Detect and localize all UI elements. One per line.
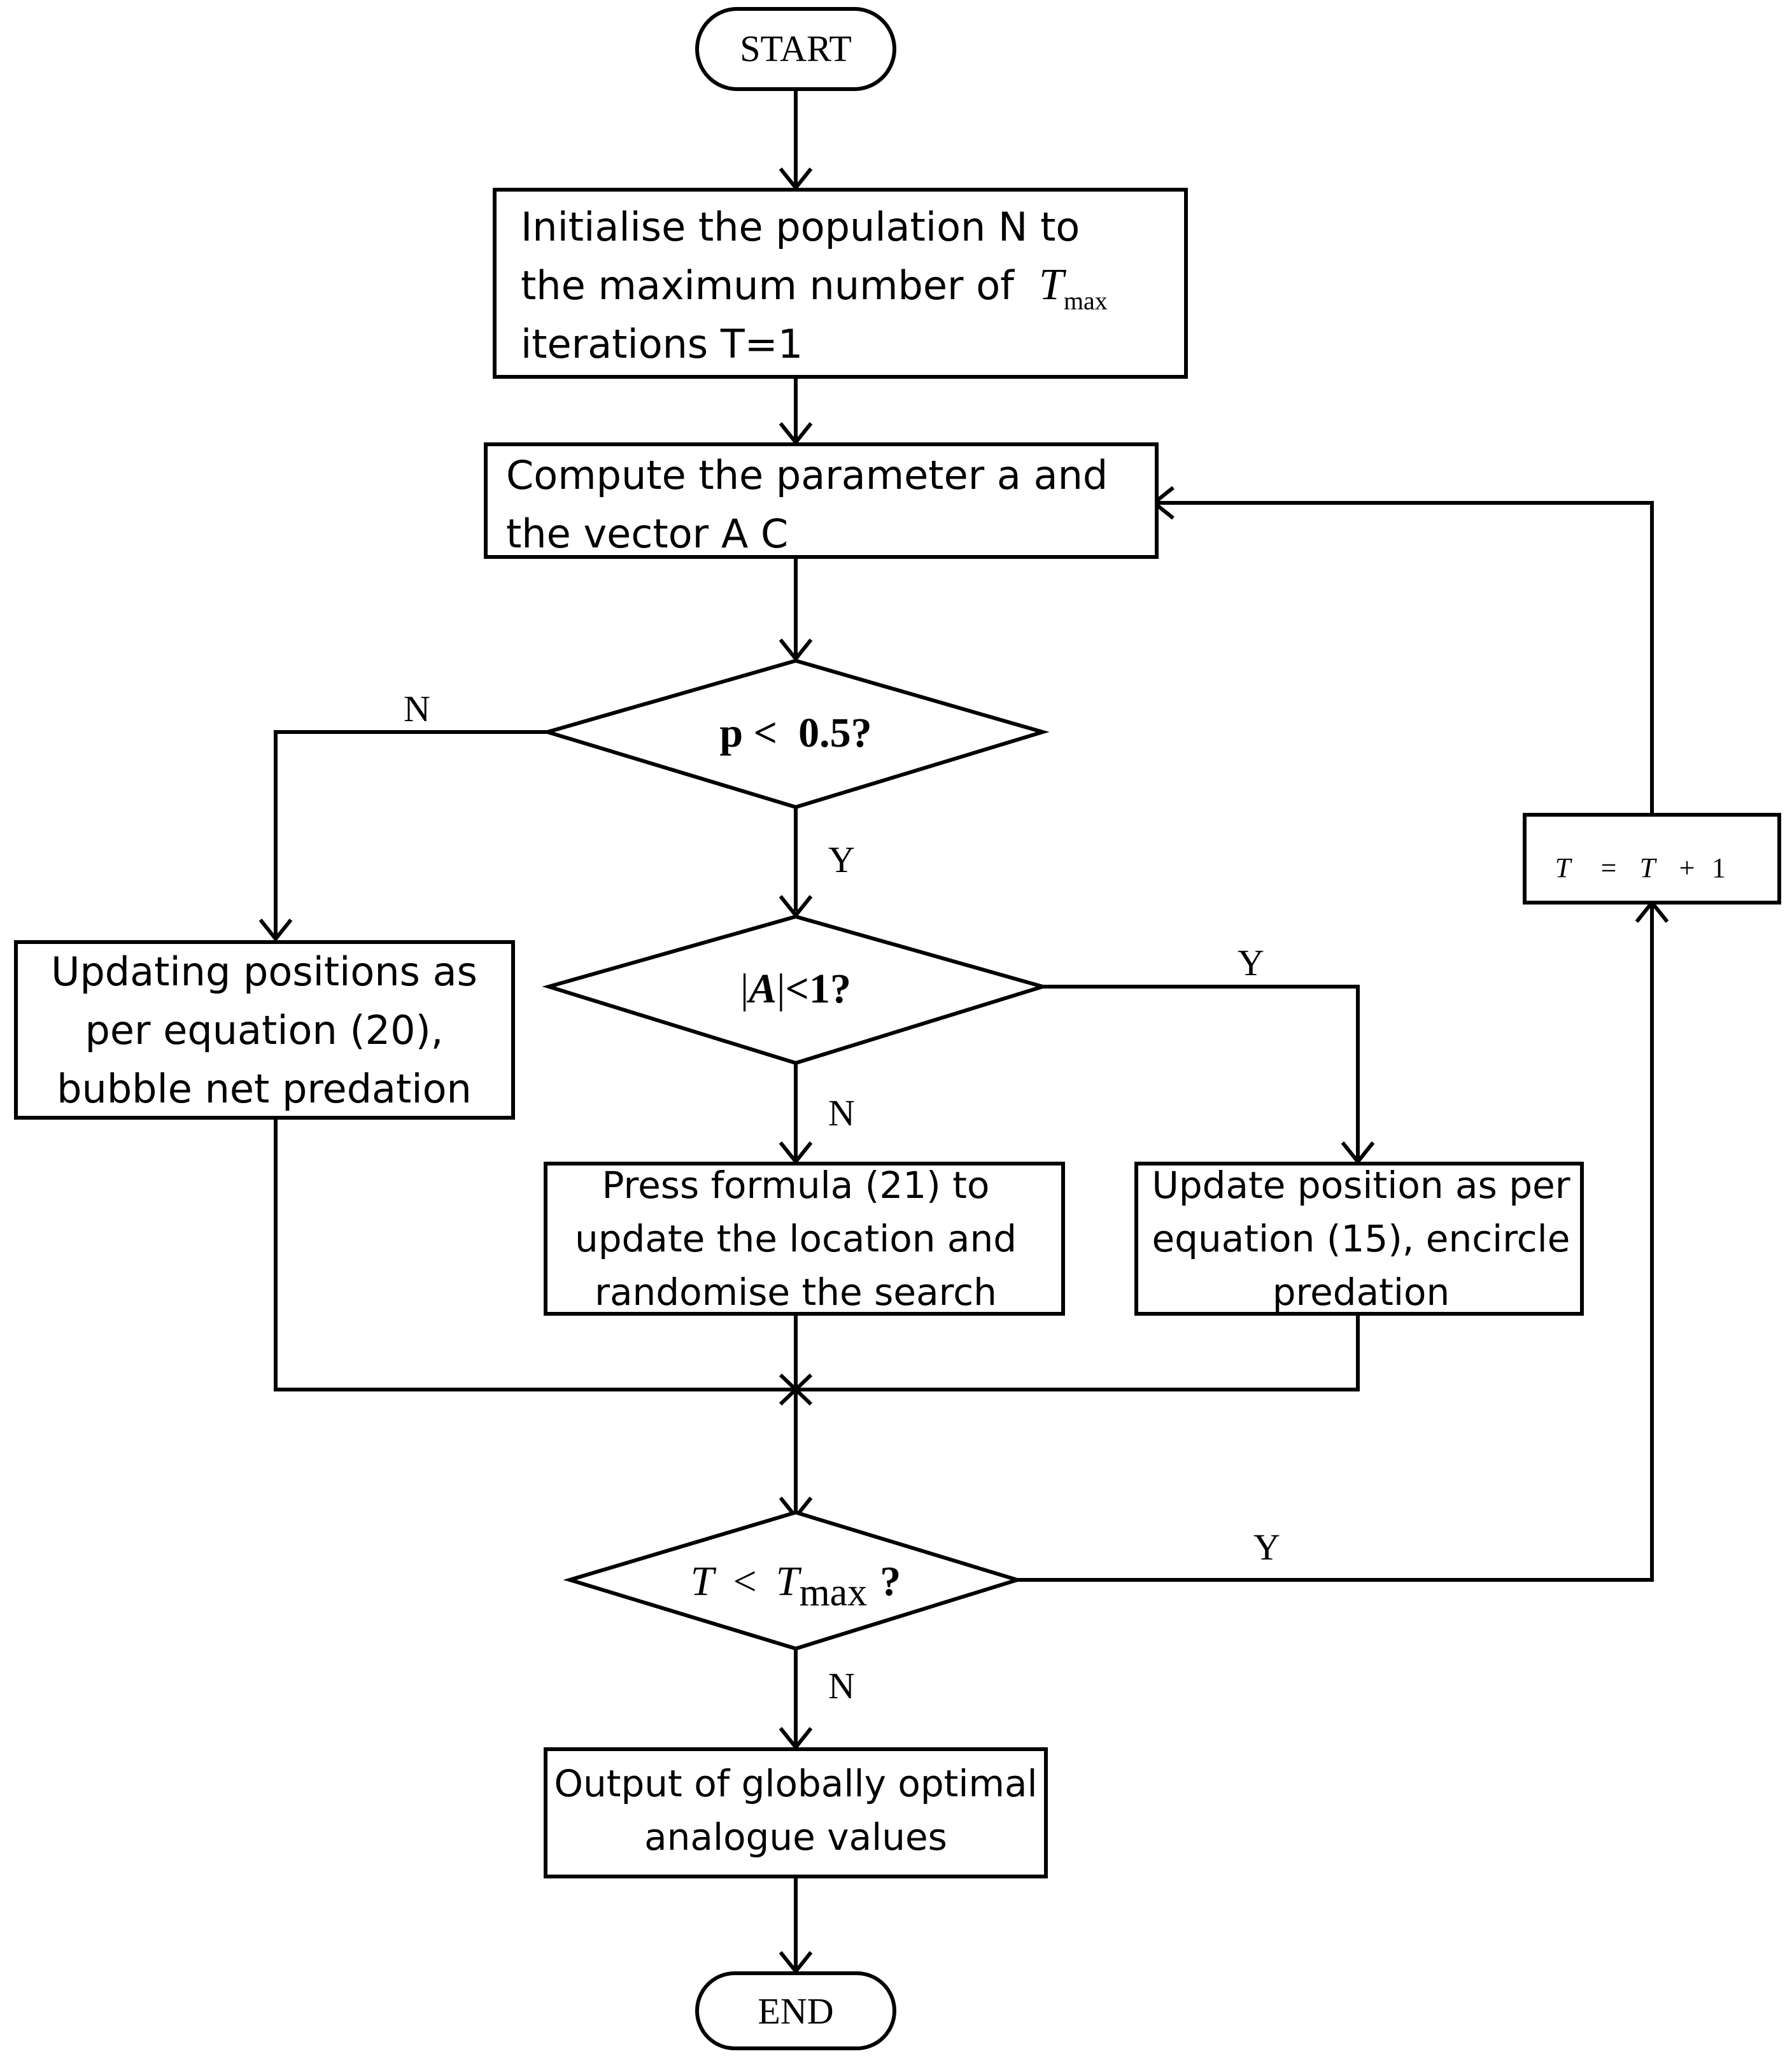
- decision-a-abs-close: |: [777, 966, 785, 1012]
- increment-one: 1: [1712, 852, 1726, 884]
- encircle-line-1: Update position as per: [1152, 1164, 1570, 1207]
- bubble-line-1: Updating positions as: [51, 948, 477, 995]
- edge-label-a-no: N: [828, 1092, 855, 1134]
- edge-decision-a-yes: [1043, 985, 1360, 1158]
- increment-t1: T: [1555, 852, 1573, 884]
- compute-line-2: the vector A C: [506, 510, 788, 557]
- edge-label-t-yes: Y: [1253, 1526, 1280, 1568]
- edge-increment-to-compute: [1157, 501, 1654, 813]
- random-line-1: Press formula (21) to: [602, 1164, 990, 1207]
- connectors: [258, 89, 1669, 1975]
- decision-t-lt: <: [733, 1558, 757, 1605]
- init-line-2: the maximum number of: [521, 262, 1015, 309]
- output-process: Output of globally optimal analogue valu…: [544, 1747, 1048, 1878]
- bubble-line-2: per equation (20),: [85, 1007, 444, 1053]
- decision-t-label: T < Tmax?: [691, 1558, 901, 1614]
- edge-decision-p-no: [274, 730, 547, 936]
- decision-t: T < Tmax?: [563, 1510, 1024, 1651]
- edge-encircle-merge: [796, 1314, 1360, 1391]
- increment-eq: =: [1601, 852, 1617, 884]
- compute-line-1: Compute the parameter a and: [506, 452, 1108, 498]
- bubble-line-3: bubble net predation: [57, 1066, 472, 1112]
- decision-t-tmax-symbol: T: [776, 1558, 802, 1605]
- init-line-3: iterations T=1: [521, 321, 803, 367]
- start-label: START: [740, 28, 852, 69]
- encircle-line-2: equation (15), encircle: [1152, 1217, 1570, 1260]
- random-line-2: update the location and: [575, 1217, 1017, 1260]
- init-process: Initialise the population N to the maxim…: [493, 188, 1188, 379]
- edge-labels: N Y Y N Y N: [404, 688, 1280, 1707]
- bubble-net-process: Updating positions as per equation (20),…: [14, 940, 515, 1120]
- output-line-1: Output of globally optimal: [554, 1762, 1037, 1805]
- compute-process: Compute the parameter a and the vector A…: [484, 442, 1159, 559]
- decision-t-question: ?: [880, 1558, 901, 1605]
- decision-a-symbol: A: [746, 966, 777, 1012]
- increment-process: T = T + 1: [1523, 813, 1781, 905]
- edge-decision-t-yes: [1017, 905, 1654, 1582]
- decision-p: p < 0.5?: [540, 658, 1050, 810]
- arrowhead-bubble: [258, 919, 293, 942]
- output-line-2: analogue values: [644, 1815, 947, 1859]
- edge-label-a-yes: Y: [1238, 942, 1264, 983]
- random-line-3: randomise the search: [595, 1271, 997, 1314]
- decision-a-abs-open: |: [740, 966, 749, 1012]
- init-tmax-subscript: max: [1064, 286, 1108, 315]
- encircle-process: Update position as per equation (15), en…: [1134, 1162, 1584, 1316]
- decision-t-symbol: T: [691, 1558, 717, 1605]
- init-tmax-symbol: T: [1039, 260, 1067, 309]
- encircle-line-3: predation: [1273, 1271, 1450, 1314]
- increment-t2: T: [1640, 852, 1658, 884]
- decision-a: |A|<1?: [542, 914, 1050, 1066]
- start-terminal: START: [695, 7, 896, 91]
- edge-label-p-yes: Y: [828, 839, 855, 880]
- edge-label-p-no: N: [404, 688, 430, 729]
- init-line-1: Initialise the population N to: [521, 204, 1080, 250]
- decision-a-rest: <1?: [785, 966, 851, 1012]
- end-label: END: [758, 1990, 833, 2032]
- edge-bubble-merge: [274, 1118, 796, 1391]
- decision-t-tmax-subscript: max: [799, 1571, 867, 1614]
- decision-a-label: |A|<1?: [740, 966, 851, 1012]
- random-search-process: Press formula (21) to update the locatio…: [544, 1162, 1065, 1316]
- decision-p-label: p < 0.5?: [719, 710, 871, 756]
- edge-label-t-no: N: [828, 1665, 855, 1707]
- increment-plus: +: [1679, 852, 1695, 884]
- end-terminal: END: [695, 1971, 896, 2050]
- init-tmax: Tmax: [1039, 260, 1108, 315]
